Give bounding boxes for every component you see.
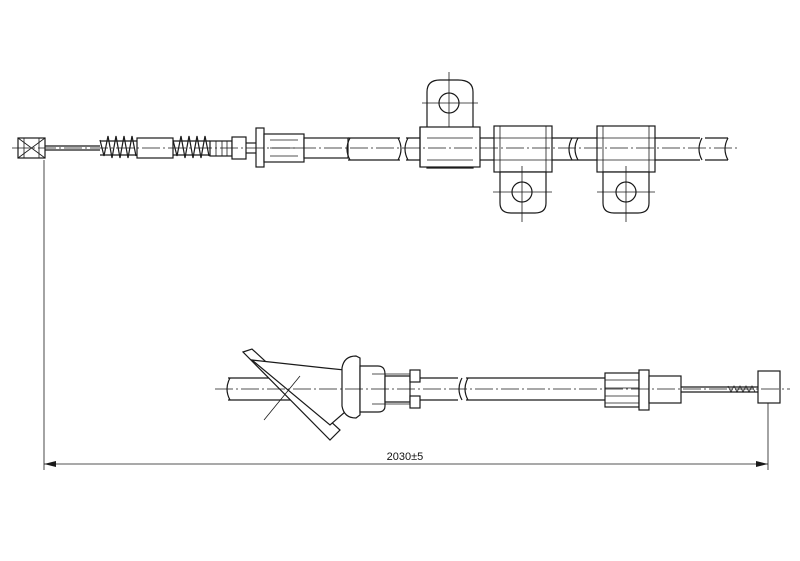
outer-casing-right	[655, 137, 729, 161]
mounting-bracket-2	[493, 125, 553, 222]
arrowhead-right	[756, 461, 768, 467]
dimension-label: 2030±5	[387, 451, 424, 463]
overall-length-dimension: 2030±5	[43, 160, 769, 470]
mounting-bracket-3	[596, 125, 656, 222]
angled-flange	[241, 348, 346, 441]
arrowhead-left	[44, 461, 56, 467]
casing-end-fitting	[255, 127, 349, 168]
outer-casing-upper	[346, 137, 428, 161]
threaded-collar	[209, 136, 256, 160]
outer-casing-mid-2	[552, 137, 598, 161]
mounting-bracket-1	[419, 72, 481, 169]
right-end-nipple	[757, 370, 781, 404]
spring-left	[99, 135, 137, 159]
spring-right	[172, 135, 210, 159]
right-end-fitting	[604, 369, 682, 411]
upper-cable-assembly	[12, 72, 740, 222]
outer-casing-mid	[480, 137, 494, 161]
lower-cable-assembly	[215, 348, 790, 441]
fork-end-fitting	[341, 355, 458, 419]
left-inner-wire	[45, 145, 100, 151]
